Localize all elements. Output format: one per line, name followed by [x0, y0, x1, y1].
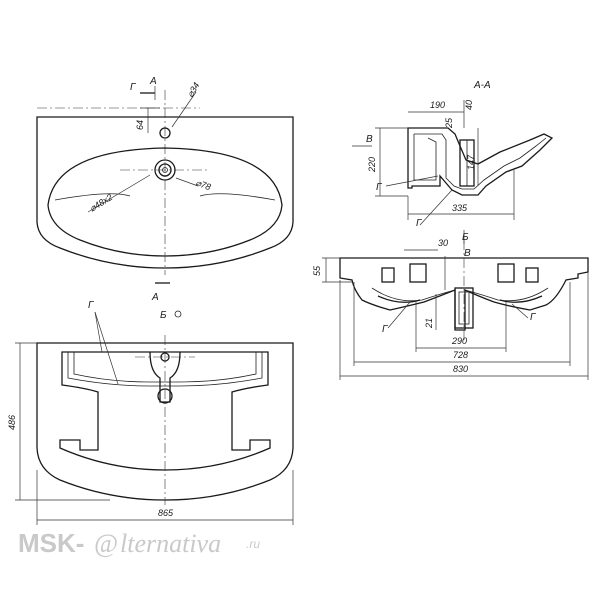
dim-21-text: 21	[424, 318, 434, 329]
dim-728-text: 728	[453, 350, 468, 360]
dim-290-text: 290	[451, 336, 467, 346]
drain-outer	[154, 159, 176, 181]
side-view: 30 Б В 55 21 290 728 830 Г Г	[312, 230, 589, 380]
dim-25-text: 25	[444, 117, 454, 129]
label-a-bottom: А	[151, 292, 159, 303]
g-leader-side2	[511, 303, 529, 319]
label-b-side: Б	[462, 232, 469, 243]
label-g-section-2: Г	[416, 218, 423, 229]
section-rim	[413, 134, 437, 181]
watermark-part1: MSK-	[18, 528, 84, 558]
dim-486-text: 486	[7, 415, 17, 430]
g-leader-2	[94, 311, 119, 385]
dim-220-text: 220	[367, 157, 377, 173]
boss-center-right	[525, 267, 539, 283]
label-v-section: В	[366, 134, 373, 145]
section-aa: А-А 190 40 25 220 147 335 В Г Г	[352, 80, 554, 229]
watermark: MSK- @ lternativa .ru	[18, 528, 260, 558]
watermark-part2: lternativa	[120, 529, 221, 558]
top-view: Г А 64 ⌀34 ⌀78 ⌀48х2 А Б	[36, 76, 294, 321]
dim-55-text: 55	[312, 265, 322, 276]
label-g-side-2: Г	[530, 312, 537, 323]
bottom-view: Г 486 865	[7, 300, 294, 525]
watermark-at: @	[94, 529, 118, 558]
dim-48-text: ⌀48х2	[88, 192, 114, 214]
dim-147-text: 147	[466, 154, 476, 170]
side-inner-bowl	[371, 287, 549, 302]
dim-34-text: ⌀34	[185, 81, 201, 99]
label-a-top: А	[149, 76, 157, 87]
bowl-ridge-right	[199, 193, 276, 201]
label-g-top: Г	[130, 82, 137, 93]
boss-center-left	[381, 267, 395, 283]
g-leader-sec2	[419, 189, 453, 226]
dim-78-leader	[175, 177, 199, 187]
side-g-ridge-left	[377, 295, 421, 303]
b-view-marker	[174, 310, 182, 318]
basin-outline-top	[36, 116, 294, 269]
dim-190-text: 190	[430, 100, 445, 110]
dim-335-text: 335	[452, 203, 468, 213]
dim-865-text: 865	[158, 508, 174, 518]
bottom-inner-rim2	[73, 352, 257, 383]
dim-34-leader	[171, 91, 197, 128]
watermark-suffix: .ru	[246, 537, 260, 551]
g-leader-1	[94, 311, 103, 353]
dim-40-text: 40	[464, 100, 474, 110]
drain-inner	[158, 163, 172, 177]
section-profile-inner	[414, 133, 547, 190]
g-leader-sec1	[385, 175, 439, 187]
drain-center	[162, 167, 168, 173]
label-b-top: Б	[160, 310, 167, 321]
label-v-side: В	[464, 248, 471, 259]
dim-78-text: ⌀78	[194, 177, 212, 192]
section-profile-outer	[407, 127, 554, 196]
boss-right	[497, 263, 515, 283]
side-g-ridge-right	[499, 295, 543, 303]
dim-830-text: 830	[453, 364, 468, 374]
boss-left	[409, 263, 427, 283]
g-leader-side1	[387, 301, 411, 329]
side-drain-inner	[458, 291, 470, 325]
side-drain	[454, 287, 474, 329]
bowl-ridge	[54, 193, 131, 201]
bowl-outline-top	[47, 147, 283, 257]
label-g-side-1: Г	[382, 324, 389, 335]
dim-30-text: 30	[438, 238, 448, 248]
section-title: А-А	[473, 80, 491, 91]
dim-64-text: 64	[135, 120, 145, 130]
faucet-hole	[159, 127, 171, 139]
label-g-section-1: Г	[376, 182, 383, 193]
dim-48-leader	[87, 174, 151, 213]
label-g-bottom: Г	[88, 300, 95, 311]
